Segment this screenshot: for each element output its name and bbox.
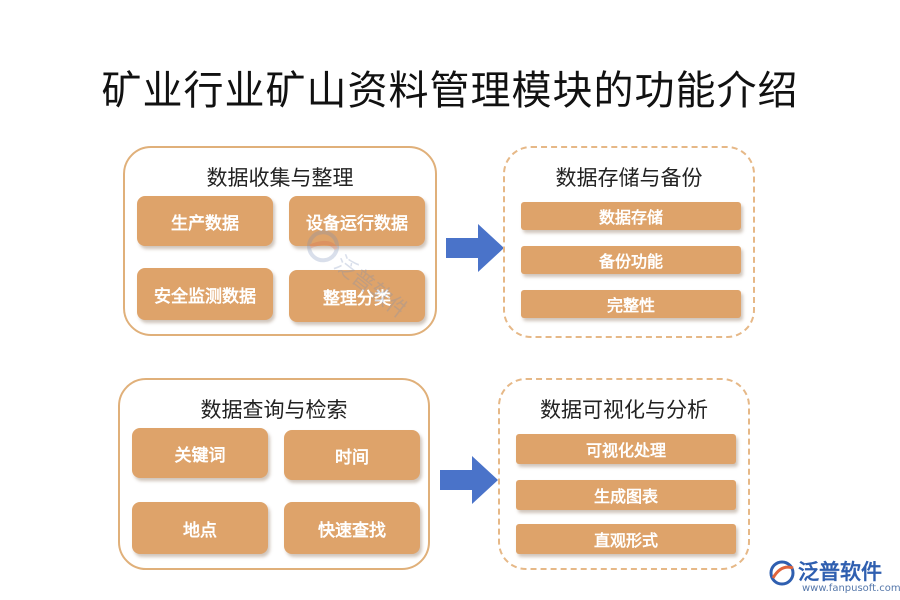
tile-keyword: 关键词 [132, 428, 268, 478]
tile-time: 时间 [284, 430, 420, 480]
bar-integrity: 完整性 [521, 290, 741, 318]
panel-data-visualization: 数据可视化与分析 可视化处理 生成图表 直观形式 [498, 378, 750, 570]
brand-logo: 泛普软件 www.fanpusoft.com [768, 556, 900, 600]
bar-intuitive-form: 直观形式 [516, 524, 736, 554]
fanpu-logo-icon [769, 560, 795, 586]
brand-url: www.fanpusoft.com [802, 583, 900, 594]
bar-visual-processing: 可视化处理 [516, 434, 736, 464]
bar-data-storage: 数据存储 [521, 202, 741, 230]
panel-title-collection: 数据收集与整理 [206, 166, 354, 190]
tile-safety-data: 安全监测数据 [137, 268, 273, 320]
panel-title-visualization: 数据可视化与分析 [540, 398, 708, 422]
tile-production-data: 生产数据 [137, 196, 273, 246]
panel-data-storage: 数据存储与备份 数据存储 备份功能 完整性 [503, 146, 755, 338]
arrow-right-icon [446, 224, 504, 272]
tile-location: 地点 [132, 502, 268, 554]
brand-name: 泛普软件 [798, 560, 882, 584]
bar-generate-charts: 生成图表 [516, 480, 736, 510]
page-title: 矿业行业矿山资料管理模块的功能介绍 [101, 68, 799, 114]
panel-title-query: 数据查询与检索 [200, 398, 348, 422]
panel-data-collection: 数据收集与整理 生产数据 设备运行数据 安全监测数据 整理分类 [123, 146, 437, 336]
tile-quick-search: 快速查找 [284, 502, 420, 554]
bar-backup: 备份功能 [521, 246, 741, 274]
tile-classification: 整理分类 [289, 270, 425, 322]
panel-data-query: 数据查询与检索 关键词 时间 地点 快速查找 [118, 378, 430, 570]
arrow-right-icon [440, 456, 498, 504]
panel-title-storage: 数据存储与备份 [555, 166, 703, 190]
tile-equipment-data: 设备运行数据 [289, 196, 425, 246]
